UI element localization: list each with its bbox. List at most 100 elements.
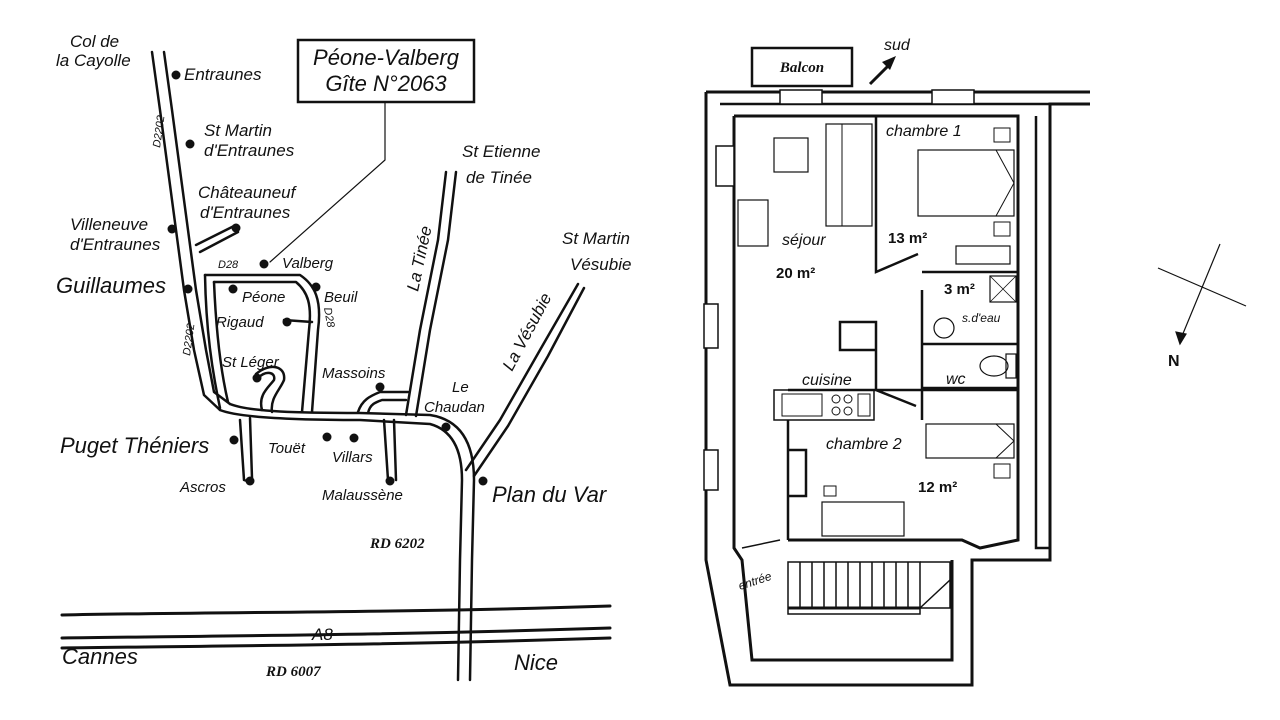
- road-rd6202: [218, 408, 464, 682]
- label-st-martin-entraunes-2: d'Entraunes: [204, 141, 295, 160]
- label-road-rd6007: RD 6007: [265, 664, 321, 680]
- label-chambre2: chambre 2: [826, 436, 902, 453]
- label-st-martin-vesubie-1: St Martin: [562, 229, 630, 248]
- window-left-3: [703, 449, 719, 491]
- toilet: [979, 355, 1009, 377]
- road-d2202: [150, 50, 222, 412]
- label-touet: Touët: [268, 440, 306, 457]
- label-st-etienne-1: St Etienne: [462, 142, 540, 161]
- label-river-vesubie: La Vésubie: [499, 290, 556, 374]
- kitchen-counter: [773, 389, 875, 421]
- cabinet-sejour: [737, 199, 769, 247]
- label-st-leger: St Léger: [222, 354, 280, 371]
- label-river-tinee: La Tinée: [403, 224, 435, 293]
- label-ascros: Ascros: [179, 479, 226, 496]
- label-chambre1-area: 13 m²: [888, 230, 927, 247]
- staircase: [787, 561, 951, 615]
- label-road-d28-b: D28: [321, 306, 336, 329]
- river-tinee: [404, 170, 448, 417]
- label-sdeau-area: 3 m²: [944, 281, 975, 298]
- label-entraunes: Entraunes: [184, 65, 262, 84]
- label-road-a8: A8: [311, 625, 333, 644]
- label-rigaud: Rigaud: [216, 314, 264, 331]
- gite-title-line2: Gîte N°2063: [325, 71, 447, 96]
- town-dot-touet: [322, 432, 332, 442]
- gite-title-box: [296, 38, 476, 104]
- town-dot-guillaumes: [183, 284, 193, 294]
- gite-title-line1: Péone-Valberg: [313, 45, 460, 70]
- label-chateauneuf-2: d'Entraunes: [200, 203, 291, 222]
- label-st-etienne-2: de Tinée: [466, 168, 532, 187]
- label-chambre1: chambre 1: [886, 123, 962, 140]
- shower: [989, 275, 1017, 303]
- town-dot-chateauneuf: [231, 223, 241, 233]
- label-villeneuve-2: d'Entraunes: [70, 235, 161, 254]
- label-road-d28-a: D28: [218, 259, 239, 271]
- town-dot-malaussene: [385, 476, 395, 486]
- window-left-1: [715, 145, 735, 187]
- label-guillaumes: Guillaumes: [56, 273, 166, 298]
- table-sejour: [773, 137, 809, 173]
- road-a8: [60, 604, 612, 617]
- label-chambre2-area: 12 m²: [918, 479, 957, 496]
- town-dot-puget-theniers: [229, 435, 239, 445]
- south-arrow-icon: [868, 56, 896, 86]
- town-markers: [167, 70, 488, 486]
- balcon-box: [750, 46, 854, 88]
- river-vesubie: [464, 282, 580, 472]
- label-north: N: [1168, 353, 1180, 370]
- label-malaussene: Malaussène: [322, 487, 403, 504]
- label-valberg: Valberg: [282, 255, 334, 272]
- label-le-chaudan-1: Le: [452, 379, 469, 396]
- label-sdeau: s.d'eau: [962, 311, 1001, 325]
- town-dot-rigaud: [282, 317, 292, 327]
- town-dot-beuil: [311, 282, 321, 292]
- label-col-cayolle-2: la Cayolle: [56, 51, 131, 70]
- town-dot-ascros: [245, 476, 255, 486]
- town-dot-valberg: [259, 259, 269, 269]
- town-dot-st-martin-entraunes: [185, 139, 195, 149]
- town-dot-peone: [228, 284, 238, 294]
- label-road-rd6202: RD 6202: [369, 536, 425, 552]
- outer-wall: [704, 90, 1090, 687]
- label-st-martin-vesubie-2: Vésubie: [570, 255, 631, 274]
- label-st-martin-entraunes-1: St Martin: [204, 121, 272, 140]
- town-dot-le-chaudan: [441, 422, 451, 432]
- label-road-d2202-b: D2202: [181, 323, 197, 357]
- entrance-door: [741, 539, 781, 549]
- label-road-d2202-a: D2202: [151, 115, 167, 149]
- label-plan-du-var: Plan du Var: [492, 482, 608, 507]
- bed-chambre2-b: [821, 501, 905, 537]
- town-dot-st-leger: [252, 373, 262, 383]
- label-sejour-area: 20 m²: [776, 265, 815, 282]
- label-sud: sud: [884, 37, 911, 54]
- floor-plan: [703, 46, 1090, 687]
- label-wc: wc: [946, 371, 966, 388]
- label-col-cayolle-1: Col de: [70, 32, 119, 51]
- town-dot-villeneuve: [167, 224, 177, 234]
- window-left-2: [703, 303, 719, 349]
- sofa-sejour: [825, 123, 873, 227]
- interior-walls: [786, 116, 1018, 540]
- label-balcon: Balcon: [779, 60, 824, 76]
- label-le-chaudan-2: Chaudan: [424, 399, 485, 416]
- label-nice: Nice: [514, 650, 558, 675]
- town-dot-villars: [349, 433, 359, 443]
- label-sejour: séjour: [782, 232, 826, 249]
- floor-plan-labels: Balcon sud chambre 1 13 m² séjour 20 m² …: [737, 37, 1001, 593]
- north-compass-icon: [1157, 243, 1247, 346]
- town-dot-massoins: [375, 382, 385, 392]
- bed-chambre1: [917, 149, 1015, 217]
- window-chambre1: [931, 89, 975, 105]
- sink: [933, 317, 955, 339]
- label-beuil: Beuil: [324, 289, 358, 306]
- place-labels: Col de la Cayolle Entraunes St Martin d'…: [56, 32, 631, 680]
- label-puget-theniers: Puget Théniers: [60, 433, 209, 458]
- label-cannes: Cannes: [62, 644, 138, 669]
- label-cuisine: cuisine: [802, 372, 852, 389]
- town-dot-plan-du-var: [478, 476, 488, 486]
- town-dot-entraunes: [171, 70, 181, 80]
- label-chateauneuf-1: Châteauneuf: [198, 183, 298, 202]
- road-d28: [203, 273, 222, 410]
